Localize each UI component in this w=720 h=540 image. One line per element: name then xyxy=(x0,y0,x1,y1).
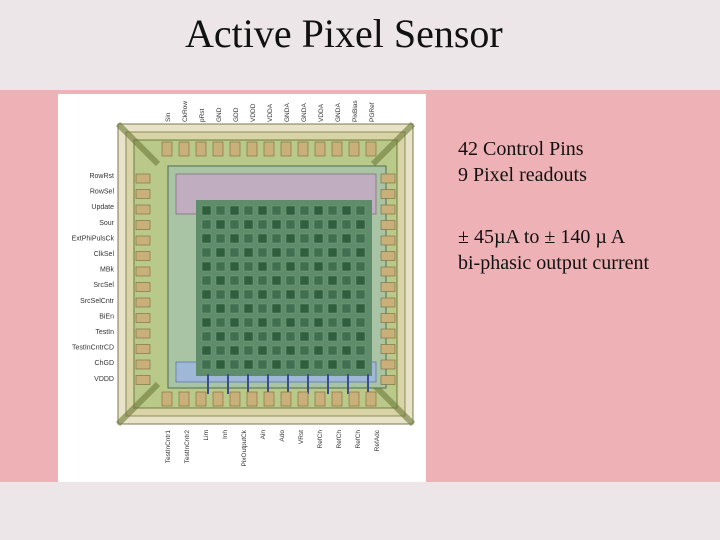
pin-label: SrcSel xyxy=(93,282,114,289)
pin-label: ClkSel xyxy=(94,251,115,258)
pin-label: TestInCntrCD xyxy=(72,345,114,352)
pin-label: RefCh xyxy=(355,430,362,449)
pin-label: GNDA xyxy=(335,103,342,122)
pin-label: VDDD xyxy=(250,103,257,122)
pin-label: PixOutputCk xyxy=(241,429,248,466)
pin-label: GDD xyxy=(233,107,240,122)
pin-label: Ado xyxy=(279,430,286,442)
pin-label: TestIn xyxy=(95,329,114,336)
pin-label: VDDA xyxy=(318,103,325,122)
slide-title: Active Pixel Sensor xyxy=(185,11,503,56)
pin-label: PGRef xyxy=(369,102,376,122)
pin-label: RefCh xyxy=(336,430,343,449)
pin-label: Sin xyxy=(165,112,172,122)
pin-label: ExtPhiPulsCk xyxy=(72,235,115,242)
pin-label: BiEn xyxy=(99,313,114,320)
pin-label: Lim xyxy=(203,430,210,440)
pin-label: pRst xyxy=(199,108,206,122)
pin-label: VDDA xyxy=(267,103,274,122)
pin-label: VDDD xyxy=(94,376,114,383)
pin-label: GNDA xyxy=(301,103,308,122)
pin-label: SrcSelCntr xyxy=(80,298,115,305)
pin-label: Update xyxy=(91,204,114,211)
pin-label: RefAdc xyxy=(374,429,381,451)
bullet-control-pins: 42 Control Pins xyxy=(458,138,584,160)
bullet-output-current: bi-phasic output current xyxy=(458,252,650,274)
pin-label: Sour xyxy=(99,220,114,227)
pin-label: RefCh xyxy=(317,430,324,449)
pin-label: CkRow xyxy=(182,101,189,122)
bullet-pixel-readouts: 9 Pixel readouts xyxy=(458,164,587,186)
bullet-list: 42 Control Pins 9 Pixel readouts ± 45µA … xyxy=(458,136,649,276)
pin-label: GND xyxy=(216,107,223,122)
pin-label: VRst xyxy=(298,430,305,444)
pin-label: TestInCntr1 xyxy=(165,430,172,464)
pin-label: Inh xyxy=(222,430,229,439)
pin-label: MBk xyxy=(100,267,115,274)
pin-label: ChGD xyxy=(95,360,114,367)
pin-label: TestInCntr2 xyxy=(184,430,191,464)
pin-label: GNDA xyxy=(284,103,291,122)
pin-label: PixBias xyxy=(352,100,359,122)
bullet-current-range: ± 45µA to ± 140 µ A xyxy=(458,226,626,248)
pin-label: RowRst xyxy=(89,173,114,180)
pin-label: Ain xyxy=(260,430,267,440)
pin-label: RowSel xyxy=(90,189,115,196)
